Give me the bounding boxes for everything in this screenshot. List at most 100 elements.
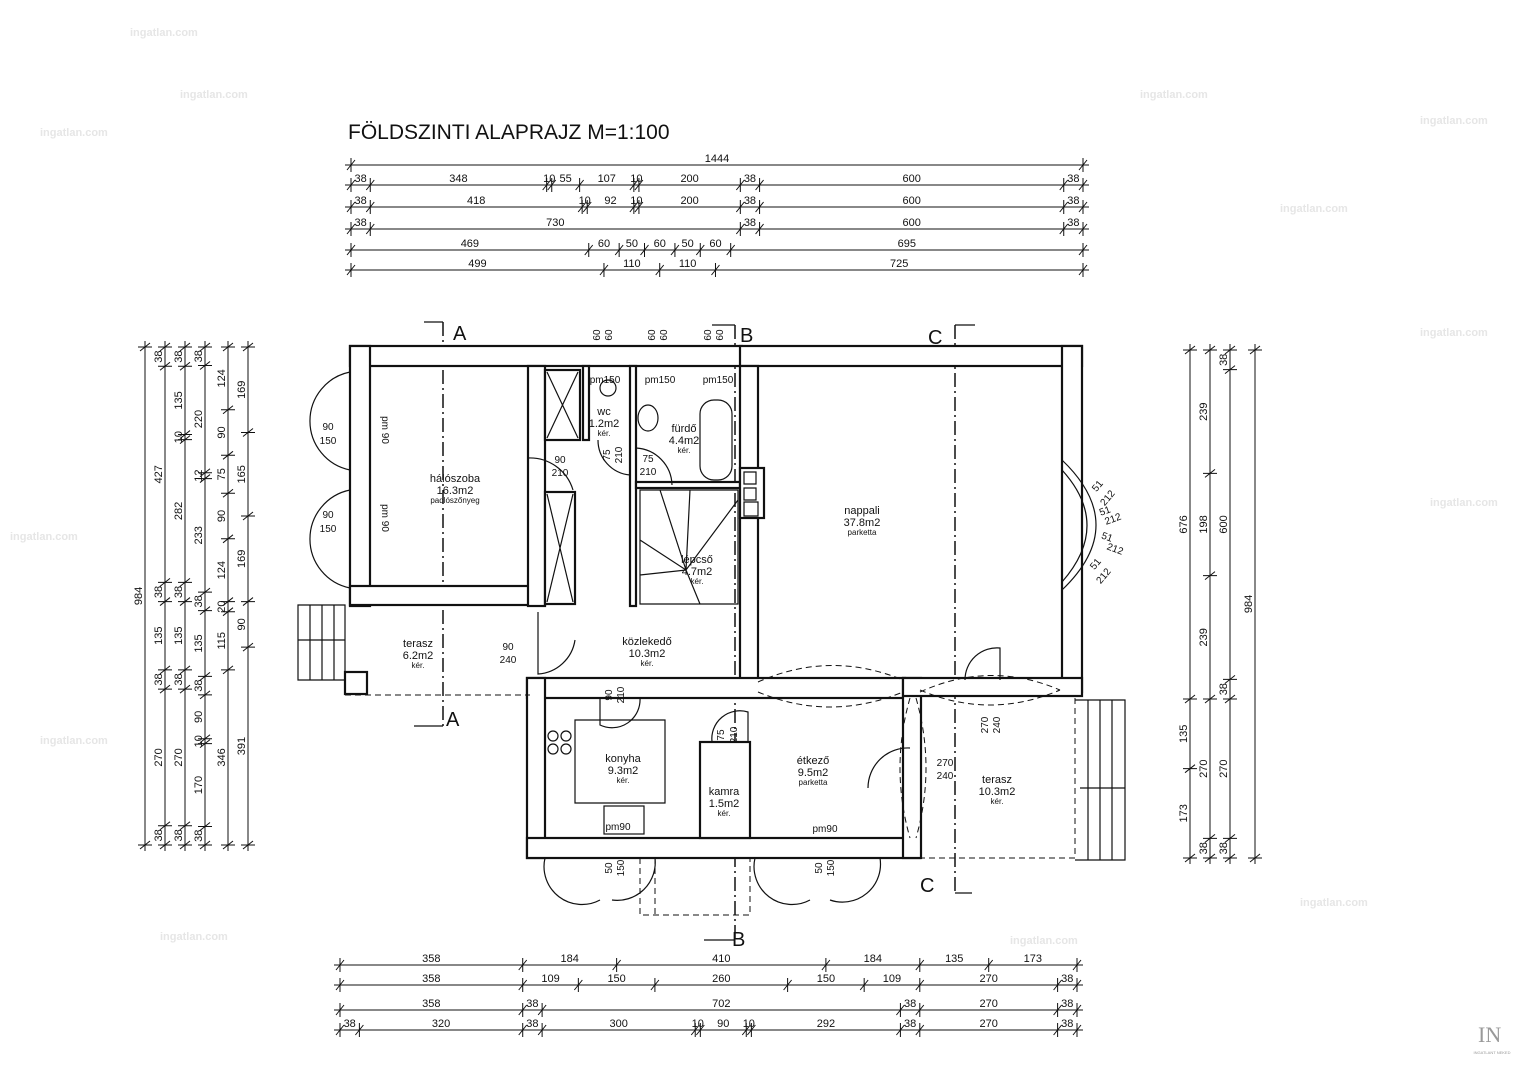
dimension-value: 90 <box>193 711 205 723</box>
svg-text:10.3m2: 10.3m2 <box>629 648 666 660</box>
watermark: ingatlan.com <box>1300 897 1368 909</box>
dimension-tick <box>1183 764 1197 774</box>
dimension-tick <box>1078 200 1088 214</box>
dimension-tick <box>1078 158 1088 172</box>
svg-text:90: 90 <box>604 689 615 701</box>
dimension-tick <box>1053 1003 1063 1017</box>
dimension-tick <box>221 488 235 498</box>
svg-text:60: 60 <box>703 329 714 341</box>
dimension-tick <box>1223 345 1237 355</box>
dimension-value: 600 <box>902 173 920 185</box>
dimension-value: 38 <box>173 673 185 685</box>
svg-text:pm 90: pm 90 <box>379 504 390 532</box>
dimension-tick <box>599 263 609 277</box>
watermark: ingatlan.com <box>1420 115 1488 127</box>
svg-text:pm90: pm90 <box>812 824 837 835</box>
watermark: ingatlan.com <box>40 735 108 747</box>
svg-text:közlekedő: közlekedő <box>622 636 672 648</box>
logo-text: INGATLANT NEKED <box>1474 1050 1511 1055</box>
dimension-tick <box>915 1003 925 1017</box>
svg-text:51: 51 <box>1090 478 1106 494</box>
dimension-value: 38 <box>744 173 756 185</box>
dimension-tick <box>178 665 192 675</box>
dimension-tick <box>1053 1023 1063 1037</box>
dimension-tick <box>335 958 345 972</box>
dimension-tick <box>629 178 639 192</box>
dimension-tick <box>221 534 235 544</box>
svg-text:51: 51 <box>1100 531 1115 545</box>
dimension-value: 10 <box>692 1018 704 1030</box>
dimension-value: 60 <box>709 238 721 250</box>
dimension-tick <box>629 200 639 214</box>
dimension-value: 38 <box>355 195 367 207</box>
svg-text:60: 60 <box>604 329 615 341</box>
dimension-value: 150 <box>817 973 835 985</box>
dimension-tick <box>178 597 192 606</box>
dimension-tick <box>241 428 255 437</box>
dimension-tick <box>335 1003 345 1017</box>
dimension-tick <box>1078 222 1088 236</box>
dimension-tick <box>346 263 356 277</box>
dimension-value: 38 <box>904 998 916 1010</box>
dimension-value: 320 <box>432 1018 450 1030</box>
svg-text:210: 210 <box>614 446 625 463</box>
dimension-tick <box>915 978 925 992</box>
dimension-tick <box>221 597 235 606</box>
dimension-value: 38 <box>744 217 756 229</box>
dimension-tick <box>537 1023 547 1037</box>
dimension-tick <box>746 1023 756 1037</box>
dimension-value: 38 <box>1218 683 1230 695</box>
dimension-tick <box>365 222 375 236</box>
dimension-tick <box>178 840 192 850</box>
svg-text:1.2m2: 1.2m2 <box>589 418 620 430</box>
svg-text:240: 240 <box>500 655 517 666</box>
dimension-tick <box>1072 978 1082 992</box>
svg-text:270: 270 <box>980 716 991 733</box>
svg-text:kér.: kér. <box>691 577 704 586</box>
dimension-tick <box>915 1023 925 1037</box>
dimension-tick <box>577 200 587 214</box>
dimension-value: 358 <box>422 953 440 965</box>
svg-text:60: 60 <box>659 329 670 341</box>
dimension-value: 38 <box>1061 973 1073 985</box>
svg-text:kér.: kér. <box>641 659 654 668</box>
section-label-c: C <box>920 875 934 897</box>
dimension-value: 239 <box>1198 628 1210 646</box>
watermark: ingatlan.com <box>1420 327 1488 339</box>
dimension-value: 270 <box>980 1018 998 1030</box>
dimension-tick <box>1183 345 1197 355</box>
svg-text:150: 150 <box>826 859 837 876</box>
dimension-tick <box>614 243 624 257</box>
dimension-value: 135 <box>945 953 963 965</box>
dimension-tick <box>984 958 994 972</box>
dimension-tick <box>178 435 192 445</box>
svg-text:kér.: kér. <box>718 809 731 818</box>
dimension-tick <box>1053 978 1063 992</box>
svg-text:kér.: kér. <box>598 429 611 438</box>
dimension-value: 427 <box>153 465 165 483</box>
dimension-tick <box>198 587 212 597</box>
svg-text:lépcső: lépcső <box>681 554 713 566</box>
watermark: ingatlan.com <box>130 27 198 39</box>
section-marks <box>414 321 975 941</box>
dimension-value: 38 <box>344 1018 356 1030</box>
dimension-tick <box>138 840 152 850</box>
svg-text:51: 51 <box>1098 504 1113 518</box>
dimension-tick <box>221 450 235 460</box>
dimension-tick <box>735 222 745 236</box>
dimension-tick <box>178 430 192 439</box>
dimension-value: 702 <box>712 998 730 1010</box>
drawing-title: FÖLDSZINTI ALAPRAJZ M=1:100 <box>348 121 670 144</box>
dimension-tick <box>158 684 172 694</box>
dimension-value: 135 <box>173 627 185 645</box>
dimension-tick <box>158 665 172 675</box>
